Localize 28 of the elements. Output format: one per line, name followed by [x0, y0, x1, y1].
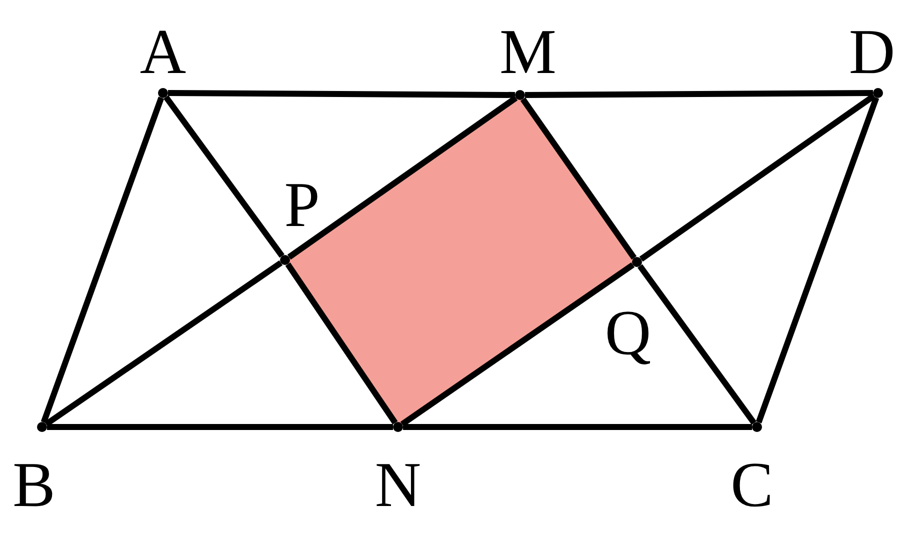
point-label: A [140, 20, 186, 84]
line-segment [400, 262, 635, 427]
vertex-point [393, 422, 403, 432]
line-segment [639, 93, 876, 262]
vertex-point [515, 90, 525, 100]
point-label: B [12, 453, 56, 517]
point-label: Q [604, 301, 652, 365]
line-segment [403, 424, 752, 430]
vertex-point [158, 88, 168, 98]
vertex-point [37, 422, 47, 432]
point-label: P [284, 173, 320, 237]
line-segment [287, 95, 518, 260]
point-label: N [374, 453, 422, 517]
line-segment [164, 95, 284, 258]
line-segment [40, 96, 164, 424]
line-segment [47, 424, 393, 430]
vertex-point [873, 88, 883, 98]
line-segment [168, 90, 516, 98]
line-segment [44, 260, 283, 427]
point-label: M [500, 20, 556, 84]
vertex-point [752, 422, 762, 432]
line-segment [756, 96, 880, 424]
point-label: D [848, 20, 896, 84]
line-segment [520, 97, 637, 260]
line-segment [638, 264, 756, 425]
line-segment [524, 90, 874, 98]
point-label: C [730, 453, 774, 517]
line-segment [285, 262, 398, 425]
